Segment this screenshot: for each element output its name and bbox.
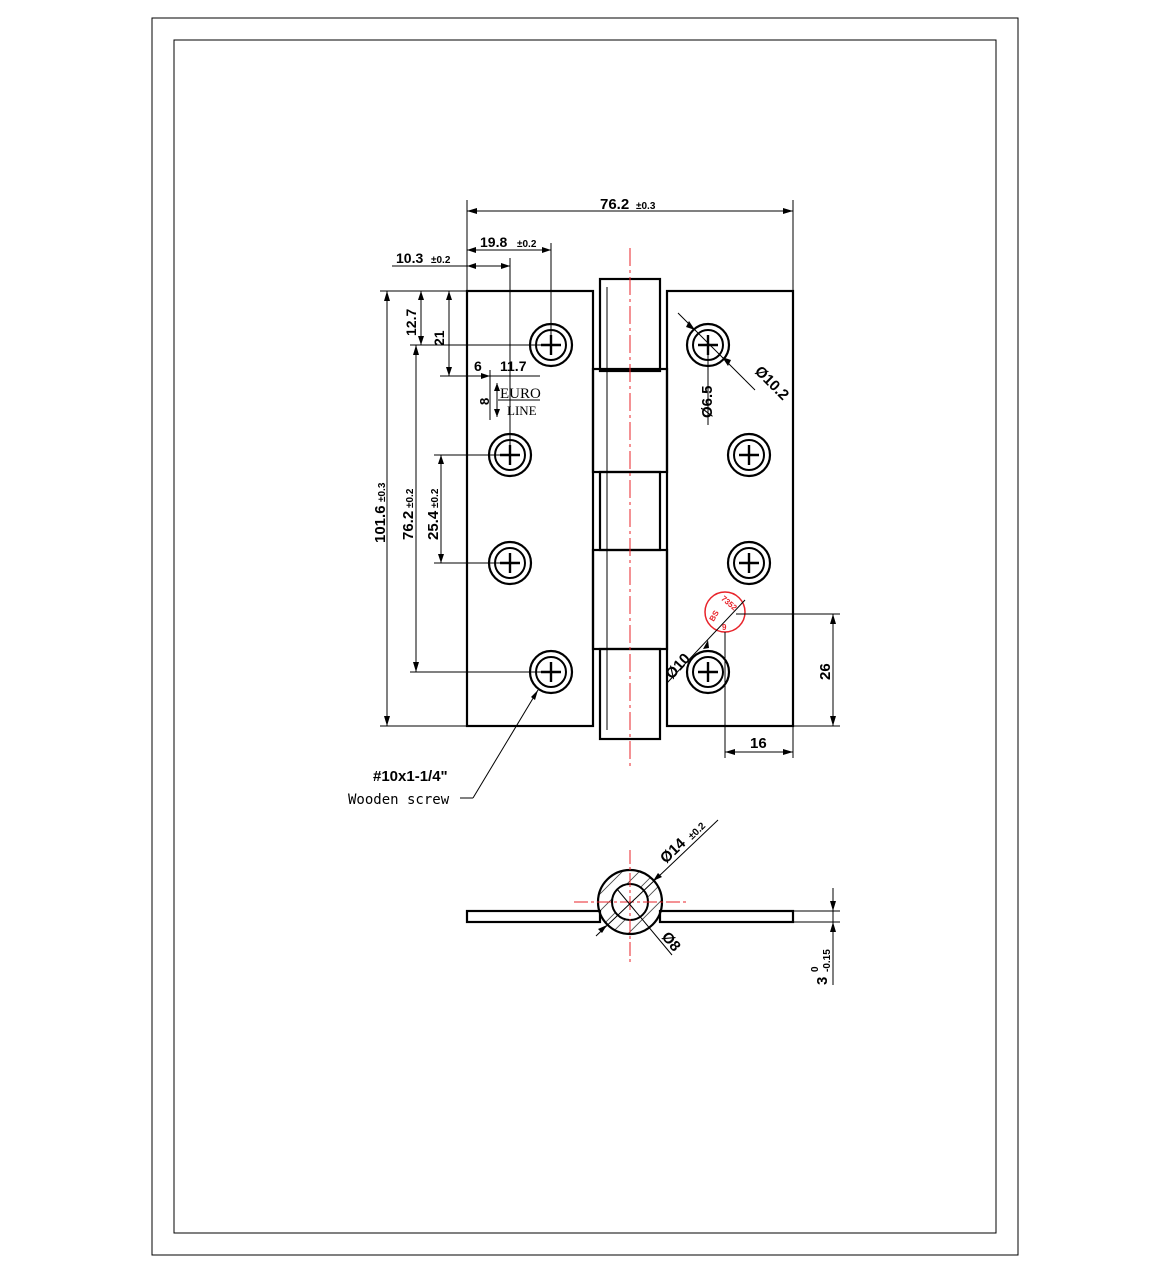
screw-size-label: #10x1-1/4"	[373, 768, 448, 785]
screw-type-label: Wooden screw	[348, 792, 450, 808]
right-leaf	[665, 289, 795, 728]
stamp-from-edge-value: 16	[750, 735, 767, 752]
dimension-logo: 6 11.7 8	[457, 358, 540, 420]
thickness-tol-lower: -0.15	[822, 949, 833, 972]
hole-offset-b-tolerance: ±0.2	[431, 255, 451, 266]
logo-line2: LINE	[507, 403, 537, 418]
screw-hole	[726, 432, 772, 478]
stamp-text-c: 9	[722, 623, 727, 632]
hole-outer-dia-value: Ø10.2	[751, 363, 792, 404]
euro-line-logo: EURO LINE	[498, 386, 541, 418]
dimension-stamp-dia: Ø10	[662, 599, 746, 684]
dimension-top-a: 12.7	[403, 290, 551, 346]
thickness-value: 3	[814, 977, 831, 985]
knuckle-dia-value: Ø14	[657, 834, 690, 866]
height-mid-value: 76.2	[400, 511, 417, 540]
knuckle-dia-tolerance: ±0.2	[686, 820, 708, 842]
width-total-value: 76.2	[600, 196, 629, 213]
logo-h-value: 8	[477, 398, 492, 405]
dimension-hole-diameters: Ø10.2 Ø6.5	[677, 312, 792, 425]
logo-line1: EURO	[500, 386, 541, 402]
dimension-height-mid: 76.2 ±0.2	[400, 344, 551, 673]
hole-offset-b-value: 10.3	[396, 250, 423, 266]
stamp-from-bottom-value: 26	[817, 663, 834, 680]
dimension-hole-pitch: 25.4 ±0.2	[425, 454, 510, 564]
dimension-stamp-from-edge: 16	[724, 632, 794, 758]
logo-w2-value: 11.7	[500, 358, 527, 374]
hole-pitch-value: 25.4	[425, 510, 442, 540]
screw-hole	[726, 540, 772, 586]
width-total-tolerance: ±0.3	[636, 201, 656, 212]
dimension-width-total: 76.2 ±0.3	[466, 196, 794, 291]
screw-callout: #10x1-1/4" Wooden screw	[348, 689, 539, 808]
bs-stamp: BS 7352 9	[704, 591, 840, 633]
hole-offset-a-tolerance: ±0.2	[517, 239, 537, 250]
outer-frame	[151, 17, 1019, 1256]
left-leaf	[465, 289, 595, 728]
height-total-tolerance: ±0.3	[377, 482, 388, 502]
hole-offset-a-value: 19.8	[480, 234, 507, 250]
dimension-height-total: 101.6 ±0.3	[372, 290, 467, 727]
inner-frame	[173, 39, 997, 1234]
logo-w1-value: 6	[474, 358, 482, 374]
stamp-text-a: BS	[708, 608, 722, 623]
height-mid-tolerance: ±0.2	[405, 488, 416, 508]
screw-hole	[685, 649, 731, 695]
hole-pitch-tolerance: ±0.2	[430, 488, 441, 508]
pin-dia-value: Ø8	[658, 929, 684, 955]
dimension-hole-offset-a: 19.8 ±0.2	[467, 234, 552, 345]
height-total-value: 101.6	[372, 505, 389, 543]
thickness-tol-upper: 0	[810, 966, 821, 972]
top-b-value: 21	[431, 330, 447, 346]
dimension-hole-offset-b: 10.3 ±0.2	[392, 250, 511, 455]
hole-inner-dia-value: Ø6.5	[699, 385, 716, 418]
dimension-stamp-from-bottom: 26	[793, 614, 840, 727]
section-view: Ø14 ±0.2 Ø8 3 0 -0.15	[465, 819, 840, 985]
top-a-value: 12.7	[403, 309, 419, 336]
